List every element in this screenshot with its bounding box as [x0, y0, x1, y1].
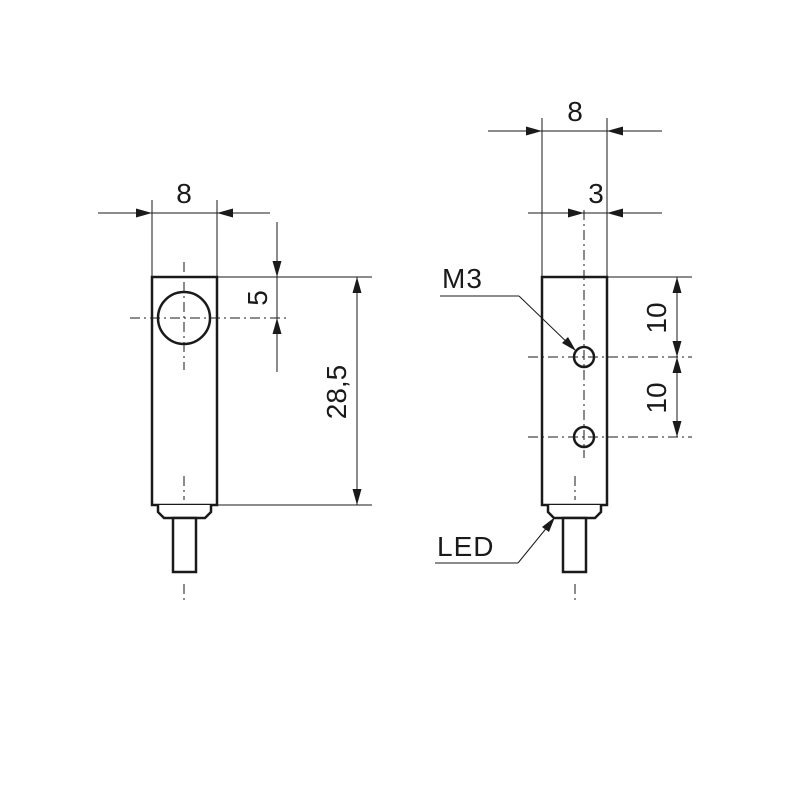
left-connector-collar [156, 505, 213, 520]
left-view: 8 5 28,5 [98, 178, 372, 604]
thread-label: M3 [442, 263, 483, 294]
led-label: LED [437, 531, 494, 562]
right-view: 8 3 10 10 M3 LED [435, 96, 692, 604]
left-hole-offset-dim: 5 [242, 290, 273, 306]
right-sensor-body [540, 275, 609, 507]
left-width-dim: 8 [176, 178, 192, 209]
left-length-dim: 28,5 [321, 365, 352, 420]
right-width-dim: 8 [567, 96, 583, 127]
left-cable [171, 516, 198, 574]
right-spacing-top-dim: 10 [641, 302, 672, 333]
right-cable [561, 516, 588, 574]
right-hole-axis-dim: 3 [588, 178, 604, 209]
right-spacing-bottom-dim: 10 [641, 382, 672, 413]
right-connector-collar [546, 505, 603, 520]
